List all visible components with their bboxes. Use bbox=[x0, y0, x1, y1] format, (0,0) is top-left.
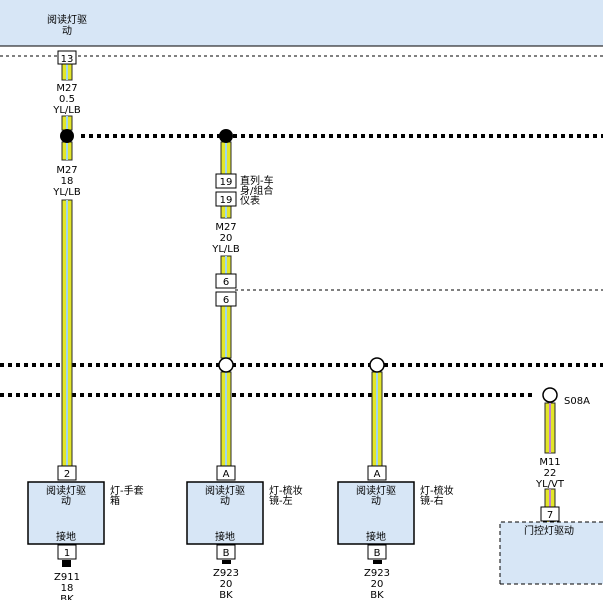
pin-13-box bbox=[57, 50, 77, 65]
lamp-glovebox-wire-color: BK bbox=[60, 594, 74, 600]
lamp-vanity-right: A 阅读灯驱 动 接地 灯-梳妆 镜-右 B Z923 20 BK bbox=[337, 465, 454, 600]
lamp-glovebox-name1: 灯-手套 bbox=[110, 484, 144, 497]
lamp-vanity-left-name1: 灯-梳妆 bbox=[269, 484, 303, 497]
pin-19a-box bbox=[215, 173, 237, 189]
inline-connector-label-3: 仪表 bbox=[240, 194, 260, 207]
pin-7-box bbox=[540, 506, 560, 522]
lamp-vanity-right-box bbox=[337, 481, 415, 545]
lamp-vanity-left-name2: 镜-左 bbox=[269, 494, 293, 507]
pin-a-label: A bbox=[223, 469, 230, 480]
lamp-vanity-right-ground: 接地 bbox=[366, 530, 386, 543]
lamp-vanity-left-wire-id: Z923 bbox=[213, 568, 239, 579]
splice-dot-mid bbox=[219, 129, 233, 143]
lamp-vanity-right-wire-gauge: 20 bbox=[371, 579, 384, 590]
ground-wire bbox=[62, 560, 71, 567]
wire-m27-left-color: YL/LB bbox=[52, 187, 81, 198]
lamp-glovebox-wire-gauge: 18 bbox=[61, 583, 74, 594]
door-module-label: 门控灯驱动 bbox=[524, 524, 574, 537]
lamp-vanity-left-wire-gauge: 20 bbox=[220, 579, 233, 590]
top-module-line1: 阅读灯驱 bbox=[47, 13, 87, 26]
pin-b-box bbox=[216, 544, 236, 560]
wire-m27-mid-gauge: 20 bbox=[220, 233, 233, 244]
wire-m11-color: YL/VT bbox=[535, 479, 565, 490]
splice-s08a-label: S08A bbox=[564, 396, 590, 407]
pin-2-label: 2 bbox=[64, 469, 70, 480]
pin-1-label: 1 bbox=[64, 548, 70, 559]
top-module-line2: 动 bbox=[62, 25, 72, 37]
inline-connector-label-2: 身/组合 bbox=[240, 184, 273, 197]
lamp-glovebox-line1: 阅读灯驱 bbox=[46, 484, 86, 497]
wire-m27-mid-id: M27 bbox=[215, 222, 236, 233]
lamp-vanity-right-line2: 动 bbox=[371, 495, 381, 507]
wire-m27-top-id: M27 bbox=[56, 83, 77, 94]
wire-m27-left-id: M27 bbox=[56, 165, 77, 176]
lamp-vanity-right-line1: 阅读灯驱 bbox=[356, 484, 396, 497]
lamp-vanity-left-wire-color: BK bbox=[219, 590, 233, 600]
pin-19b-box bbox=[215, 191, 237, 207]
pin-19a-label: 19 bbox=[220, 177, 233, 188]
pin-b-box bbox=[367, 544, 387, 560]
pin-a-box bbox=[216, 465, 236, 481]
pin-2-box bbox=[57, 465, 77, 481]
lamp-vanity-left-line1: 阅读灯驱 bbox=[205, 484, 245, 497]
top-module-box bbox=[0, 0, 603, 47]
wire-m11-id: M11 bbox=[539, 457, 560, 468]
pin-7-label: 7 bbox=[547, 510, 553, 521]
splice-s08a bbox=[542, 387, 558, 403]
wire-m27-right bbox=[371, 371, 383, 467]
lamp-glovebox-wire-id: Z911 bbox=[54, 572, 80, 583]
wire-m27-left bbox=[61, 61, 73, 467]
splice-dot-left bbox=[60, 129, 74, 143]
wire-m11 bbox=[544, 402, 556, 530]
lamp-glovebox: 2 阅读灯驱 动 接地 灯-手套 箱 1 Z911 18 BK bbox=[27, 465, 144, 600]
pin-6a-box bbox=[215, 273, 237, 289]
lamp-vanity-right-wire-color: BK bbox=[370, 590, 384, 600]
splice-open-mid bbox=[218, 357, 234, 373]
pin-6a-label: 6 bbox=[223, 277, 229, 288]
door-module-border bbox=[499, 521, 603, 585]
lamp-vanity-left: A 阅读灯驱 动 接地 灯-梳妆 镜-左 B Z923 20 BK bbox=[186, 465, 303, 600]
door-module: 门控灯驱动 bbox=[499, 521, 603, 585]
wire-m11-gauge: 22 bbox=[544, 468, 557, 479]
lamp-glovebox-ground: 接地 bbox=[56, 530, 76, 543]
lamp-glovebox-name2: 箱 bbox=[110, 494, 120, 507]
pin-b-label: B bbox=[374, 548, 381, 559]
lamp-vanity-left-line2: 动 bbox=[220, 495, 230, 507]
lamp-vanity-left-ground: 接地 bbox=[215, 530, 235, 543]
pin-a-label: A bbox=[374, 469, 381, 480]
pin-19b-label: 19 bbox=[220, 195, 233, 206]
wire-m27-mid-color: YL/LB bbox=[211, 244, 240, 255]
pin-a-box bbox=[367, 465, 387, 481]
pin-b-label: B bbox=[223, 548, 230, 559]
lamp-vanity-left-box bbox=[186, 481, 264, 545]
lamp-vanity-right-name1: 灯-梳妆 bbox=[420, 484, 454, 497]
lamp-glovebox-box bbox=[27, 481, 105, 545]
pin-6b-label: 6 bbox=[223, 295, 229, 306]
ground-wire bbox=[222, 560, 231, 564]
wire-m27-top-gauge: 0.5 bbox=[59, 94, 75, 105]
door-module-box bbox=[500, 522, 603, 584]
lamp-vanity-right-name2: 镜-右 bbox=[420, 494, 444, 507]
ground-wire bbox=[373, 560, 382, 564]
lamp-vanity-right-wire-id: Z923 bbox=[364, 568, 390, 579]
inline-connector-label-1: 直列-车 bbox=[240, 174, 274, 187]
wire-m27-left-gauge: 18 bbox=[61, 176, 74, 187]
lamp-glovebox-line2: 动 bbox=[61, 495, 71, 507]
wire-m27-top-color: YL/LB bbox=[52, 105, 81, 116]
pin-13-label: 13 bbox=[61, 54, 74, 65]
splice-open-right bbox=[369, 357, 385, 373]
pin-6b-box bbox=[215, 291, 237, 307]
pin-1-box bbox=[57, 544, 77, 560]
top-module: 阅读灯驱 动 bbox=[0, 0, 603, 57]
